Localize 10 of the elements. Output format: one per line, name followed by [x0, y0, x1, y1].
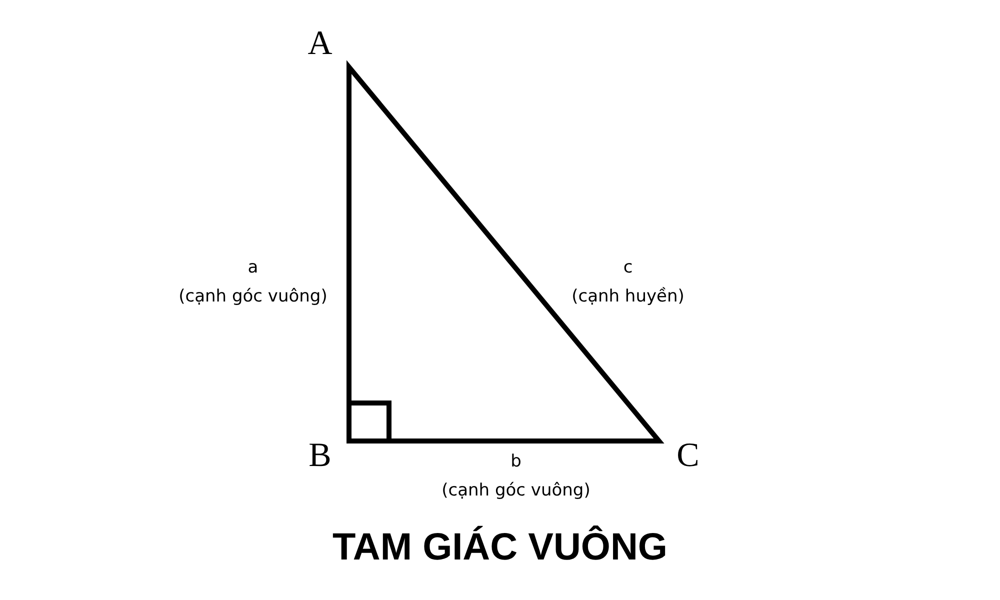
vertex-label: B [308, 439, 332, 473]
side-label: c [623, 260, 633, 276]
side-label-note: (cạnh góc vuông) [178, 288, 328, 306]
diagram-title: TAM GIÁC VUÔNG [332, 526, 668, 570]
side-label: a [248, 260, 258, 276]
vertex-label: A [308, 27, 332, 61]
vertex-label: C [676, 439, 700, 473]
side-label-note: (cạnh huyền) [572, 288, 684, 306]
side-label: b [510, 454, 522, 470]
side-label-note: (cạnh góc vuông) [442, 482, 590, 500]
